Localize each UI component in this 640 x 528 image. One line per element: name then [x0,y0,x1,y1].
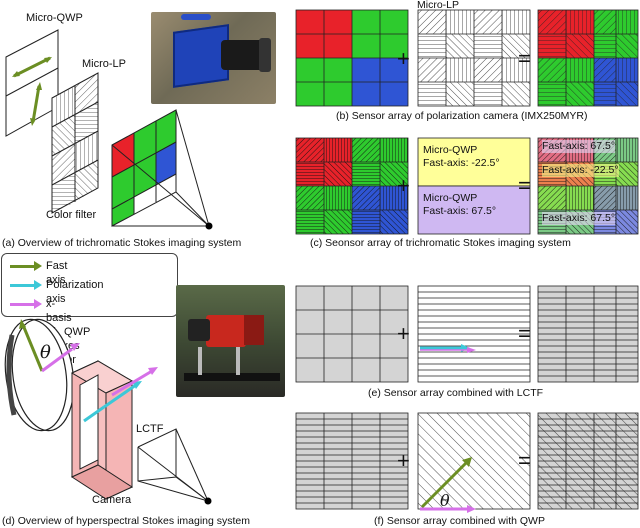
fast-axis-arrow-icon [10,261,42,271]
caption-d: (d) Overview of hyperspectral Stokes ima… [2,515,251,527]
panel-f-diagram [295,412,639,513]
camera-point-d [204,497,212,505]
plus-e: + [397,321,410,346]
lctf-lines-e [417,285,531,383]
result-c-row2: Fast-axis: -22.5° [542,164,619,177]
micro-lp-grid-b [417,9,531,107]
qwp-box-2-line2: Fast-axis: 67.5° [423,205,497,217]
plus-f: + [397,448,410,473]
panel-b-diagram [295,9,639,107]
color-filter-plane [111,109,177,227]
panel-e-diagram [295,285,639,383]
camera-point [205,222,213,230]
camera-photo [151,12,276,104]
qwp-label: QWP [64,326,91,338]
qwp-box-2 [417,185,531,235]
panel-a-diagram [5,29,213,230]
qwp-box-1-line1: Micro-QWP [423,144,478,156]
qwp-box-1-text: Micro-QWP Fast-axis: -22.5° [419,142,504,172]
equals-c: = [518,173,531,198]
micro-lp-plane [51,72,99,214]
qwp-lines-f [417,412,531,513]
micro-lp-label-b: Micro-LP [417,0,460,11]
micro-lp-label: Micro-LP [82,58,127,70]
result-grid-b [537,9,639,107]
theta-label-d: θ [40,342,51,363]
equals-b: = [518,46,531,71]
caption-a: (a) Overview of trichromatic Stokes imag… [2,237,242,249]
camera-label: Camera [92,494,132,506]
qwp-box-1-line2: Fast-axis: -22.5° [423,157,500,169]
result-c-row1: Fast-axis: 67.5° [542,140,616,153]
panel-d-diagram [4,318,212,505]
polarization-axis-arrow-icon [10,280,42,290]
micro-qwp-label: Micro-QWP [26,12,83,24]
legend: Fast axis Polarization axis x-basis of S… [1,253,178,366]
qwp-box-2-text: Micro-QWP Fast-axis: 67.5° [419,190,500,220]
sensor-grid-c [295,137,409,235]
color-filter-label: Color filter [46,209,97,221]
equals-f: = [518,448,531,473]
bayer-grid-b [295,9,409,107]
caption-c: (c) Seonsor array of trichromatic Stokes… [310,237,571,249]
qwp-box-1 [417,137,531,187]
caption-f: (f) Sensor array combined with QWP [374,515,545,527]
result-grid-e [537,285,639,383]
result-grid-f [537,412,639,510]
caption-e: (e) Sensor array combined with LCTF [368,387,544,399]
plus-b: + [397,46,410,71]
hyperspectral-camera-photo [176,285,285,397]
result-c-row3: Fast-axis: 67.5° [542,212,616,225]
legend-fast-axis-text: Fast axis [46,260,68,286]
sensor-grid-e [295,285,409,383]
legend-polarization-axis-text: Polarization axis [46,279,104,305]
plus-c: + [397,173,410,198]
x-basis-arrow-icon [10,299,42,309]
sensor-grid-f [295,412,409,510]
equals-e: = [518,321,531,346]
qwp-box-2-line1: Micro-QWP [423,192,478,204]
lctf-label: LCTF [136,423,164,435]
lctf-filter [70,360,134,500]
caption-b: (b) Sensor array of polarization camera … [336,110,588,122]
theta-label-f: θ [440,491,450,510]
